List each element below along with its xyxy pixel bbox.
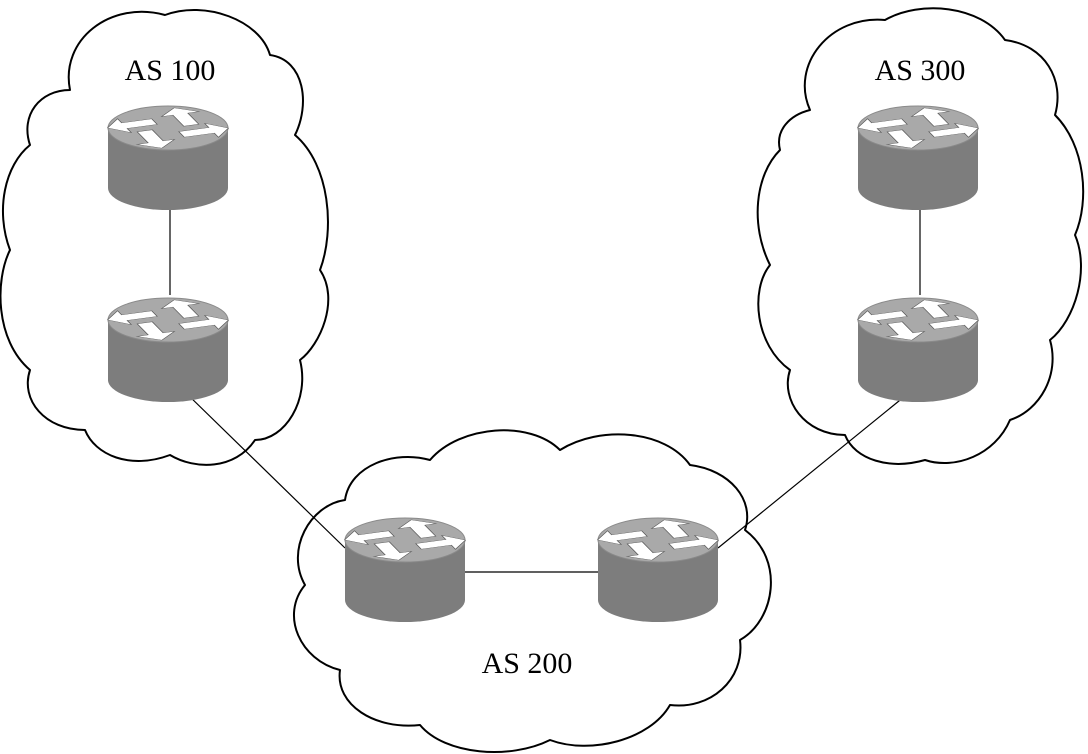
as100-label: AS 100	[125, 54, 216, 87]
router-icon	[850, 104, 986, 211]
router-icon	[337, 516, 473, 623]
cloud-as200	[293, 429, 772, 753]
router-icon	[100, 104, 236, 211]
link-as100-as200	[184, 391, 346, 549]
router-icon	[100, 296, 236, 403]
router-icon	[850, 296, 986, 403]
router-icon	[590, 516, 726, 623]
as200-label: AS 200	[482, 647, 573, 680]
cloud-as100	[0, 9, 330, 466]
link-as300-as200	[717, 391, 911, 549]
as300-label: AS 300	[875, 54, 966, 87]
